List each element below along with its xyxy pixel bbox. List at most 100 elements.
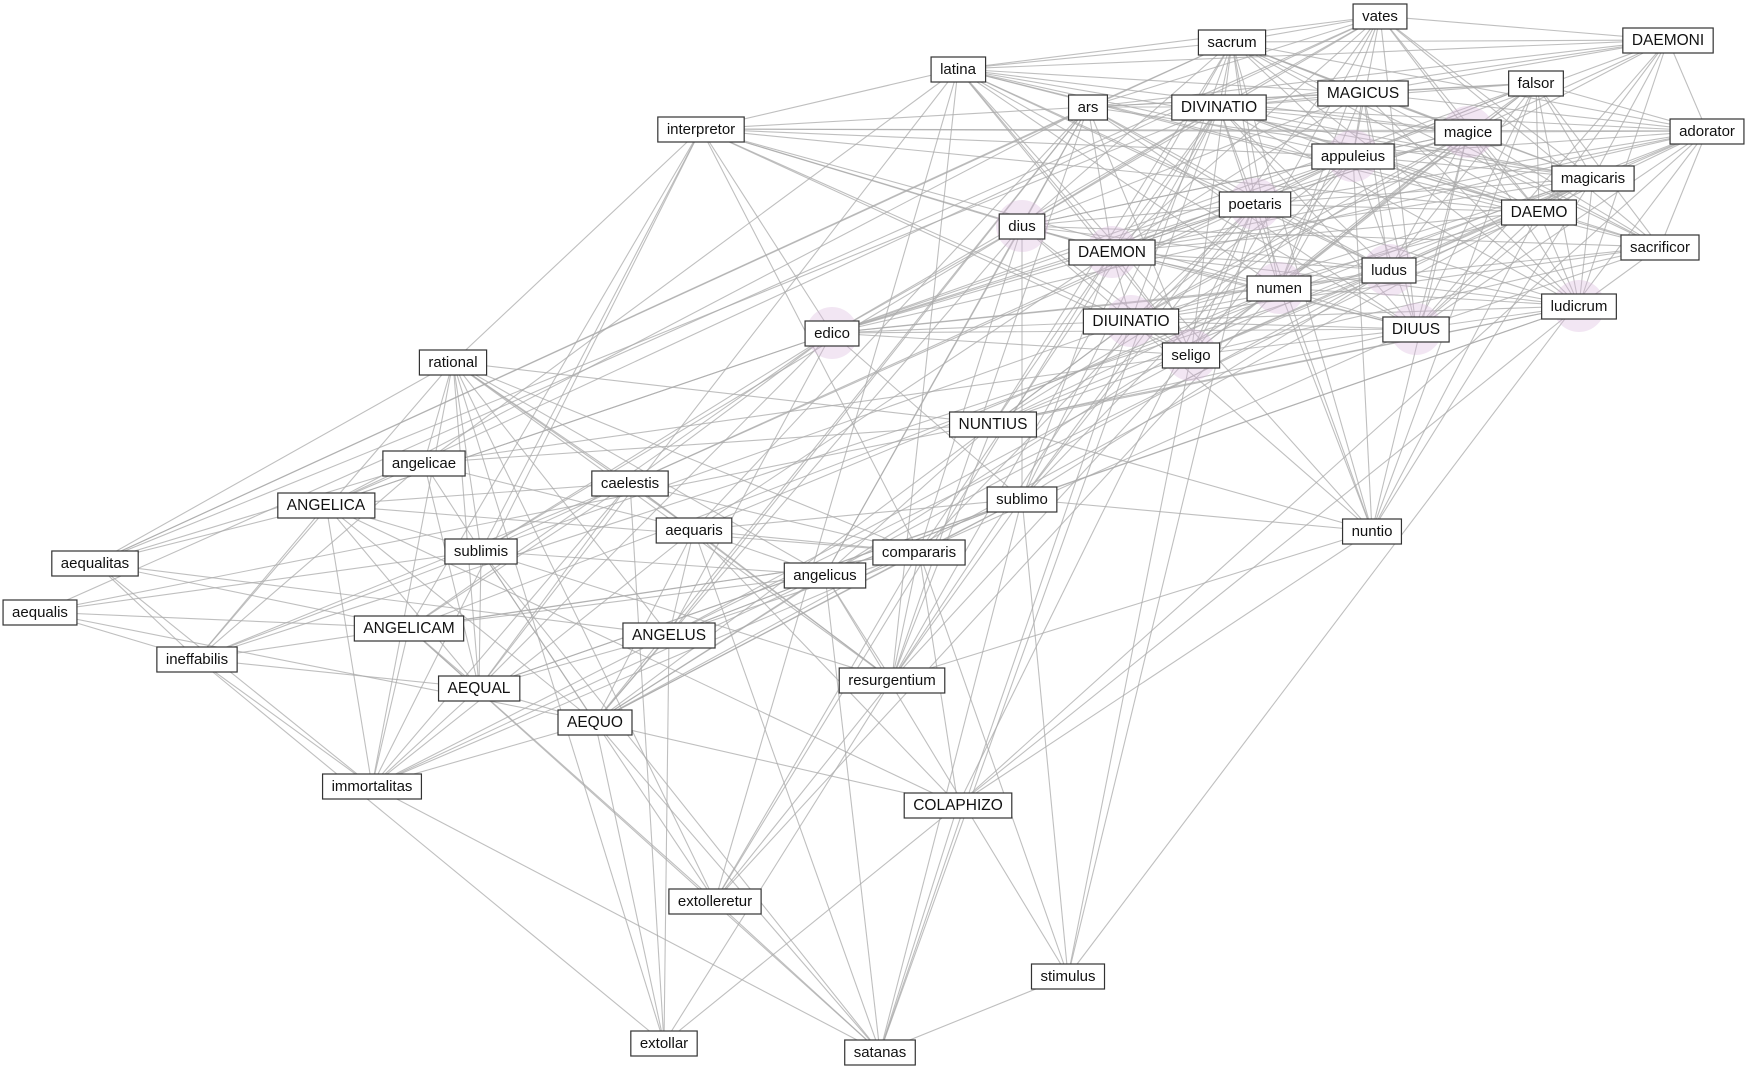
node-NUNTIUS[interactable]: NUNTIUS: [948, 411, 1038, 438]
node-box: [2, 599, 78, 626]
node-edico[interactable]: edico: [804, 320, 860, 347]
edge-AEQUO-extollar: [594, 721, 665, 1044]
edge-appuleius-sublimo: [1021, 155, 1354, 500]
edge-ludicrum-aequalis: [39, 305, 1580, 613]
edge-DAEMON-seligo: [1111, 251, 1192, 356]
node-label: aequalis: [12, 604, 68, 621]
node-label: rational: [428, 354, 477, 371]
node-sacrificor[interactable]: sacrificor: [1620, 234, 1700, 261]
node-box: [1361, 257, 1417, 284]
node-DIVINATIO[interactable]: DIVINATIO: [1171, 94, 1267, 121]
node-DIUINATIO[interactable]: DIUINATIO: [1082, 308, 1180, 335]
edge-compararis-extolleretur: [714, 551, 920, 902]
edge-magicaris-DAEMON: [1111, 177, 1594, 253]
node-seligo[interactable]: seligo: [1161, 342, 1221, 369]
node-adorator[interactable]: adorator: [1669, 118, 1745, 145]
node-aequaris[interactable]: aequaris: [655, 517, 733, 544]
edge-MAGICUS-ludus: [1362, 92, 1390, 271]
edge-MAGICUS-DIUUS: [1362, 92, 1417, 330]
edge-edico-ANGELICA: [325, 332, 833, 506]
node-angelicus[interactable]: angelicus: [783, 562, 867, 589]
node-resurgentium[interactable]: resurgentium: [838, 667, 946, 694]
edge-dius-ludus: [1021, 225, 1390, 271]
node-label: sacrum: [1207, 34, 1256, 51]
node-ANGELICAM[interactable]: ANGELICAM: [353, 615, 465, 642]
edge-MAGICUS-DAEMON: [1111, 92, 1364, 253]
node-ars[interactable]: ars: [1067, 94, 1109, 121]
node-COLAPHIZO[interactable]: COLAPHIZO: [903, 792, 1013, 819]
node-box: [444, 538, 518, 565]
node-DAEMONI[interactable]: DAEMONI: [1622, 27, 1714, 54]
node-box: [783, 562, 867, 589]
edge-DIVINATIO-aequalitas: [94, 106, 1220, 564]
edges-layer: [39, 15, 1708, 1053]
edge-magice-ludus: [1388, 131, 1469, 271]
edge-numen-NUNTIUS: [992, 287, 1280, 425]
edge-DIVINATIO-resurgentium: [891, 106, 1220, 681]
node-DIUUS[interactable]: DIUUS: [1382, 316, 1450, 343]
node-interpretor[interactable]: interpretor: [657, 116, 745, 143]
node-extolleretur[interactable]: extolleretur: [668, 888, 762, 915]
edge-sublimis-satanas: [480, 550, 881, 1053]
node-DAEMON[interactable]: DAEMON: [1068, 239, 1156, 266]
node-magice[interactable]: magice: [1434, 119, 1502, 146]
node-dius[interactable]: dius: [998, 213, 1046, 240]
node-box: [277, 492, 376, 519]
node-sublimis[interactable]: sublimis: [444, 538, 518, 565]
node-label: ineffabilis: [166, 651, 228, 668]
edge-ANGELUS-extollar: [663, 634, 670, 1044]
node-box: [1341, 518, 1403, 545]
edge-DAEMONI-appuleius: [1352, 39, 1669, 157]
node-poetaris[interactable]: poetaris: [1218, 191, 1292, 218]
node-AEQUAL[interactable]: AEQUAL: [437, 675, 521, 702]
edge-poetaris-COLAPHIZO: [957, 203, 1256, 806]
node-satanas[interactable]: satanas: [844, 1039, 916, 1066]
edge-ANGELICA-AEQUO: [325, 504, 596, 723]
edge-latina-DAEMON: [957, 68, 1113, 253]
node-label: dius: [1008, 218, 1036, 235]
node-stimulus[interactable]: stimulus: [1030, 963, 1106, 990]
node-angelicae[interactable]: angelicae: [382, 450, 466, 477]
edge-magicaris-numen: [1278, 177, 1594, 289]
node-MAGICUS[interactable]: MAGICUS: [1317, 80, 1409, 107]
node-aequalitas[interactable]: aequalitas: [51, 550, 139, 577]
node-appuleius[interactable]: appuleius: [1311, 143, 1395, 170]
node-box: [622, 622, 716, 649]
edge-MAGICUS-adorator: [1362, 92, 1708, 132]
node-box: [1500, 199, 1578, 226]
edge-poetaris-edico: [831, 203, 1256, 334]
node-ineffabilis[interactable]: ineffabilis: [156, 646, 238, 673]
node-label: DIVINATIO: [1181, 99, 1257, 116]
node-sublimo[interactable]: sublimo: [986, 486, 1058, 513]
node-ANGELUS[interactable]: ANGELUS: [622, 622, 716, 649]
edge-DIVINATIO-magicaris: [1218, 106, 1594, 179]
node-caelestis[interactable]: caelestis: [591, 470, 669, 497]
edge-poetaris-seligo: [1190, 203, 1256, 356]
node-ludus[interactable]: ludus: [1361, 257, 1417, 284]
node-aequalis[interactable]: aequalis: [2, 599, 78, 626]
edge-sacrum-DAEMO: [1231, 41, 1540, 213]
edge-aequalitas-ineffabilis: [94, 562, 198, 660]
edge-ars-aequalitas: [94, 106, 1089, 564]
node-nuntio[interactable]: nuntio: [1341, 518, 1403, 545]
node-extollar[interactable]: extollar: [630, 1030, 698, 1057]
node-latina[interactable]: latina: [930, 56, 987, 83]
edge-numen-aequaris: [693, 287, 1280, 531]
edge-poetaris-dius: [1021, 203, 1256, 227]
node-immortalitas[interactable]: immortalitas: [321, 773, 423, 800]
edge-ANGELICA-COLAPHIZO: [325, 504, 959, 806]
edge-DAEMONI-MAGICUS: [1362, 39, 1669, 94]
node-ANGELICA[interactable]: ANGELICA: [277, 492, 376, 519]
node-compararis[interactable]: compararis: [872, 539, 966, 566]
node-ludicrum[interactable]: ludicrum: [1541, 293, 1617, 320]
node-DAEMO[interactable]: DAEMO: [1500, 199, 1578, 226]
node-sacrum[interactable]: sacrum: [1197, 29, 1267, 56]
node-vates[interactable]: vates: [1352, 3, 1408, 30]
node-AEQUO[interactable]: AEQUO: [557, 709, 633, 736]
node-magicaris[interactable]: magicaris: [1551, 165, 1635, 192]
edge-edico-ANGELUS: [668, 332, 833, 636]
node-numen[interactable]: numen: [1246, 275, 1312, 302]
edge-appuleius-numen: [1278, 155, 1354, 289]
node-rational[interactable]: rational: [418, 349, 488, 376]
node-falsor[interactable]: falsor: [1508, 70, 1564, 97]
